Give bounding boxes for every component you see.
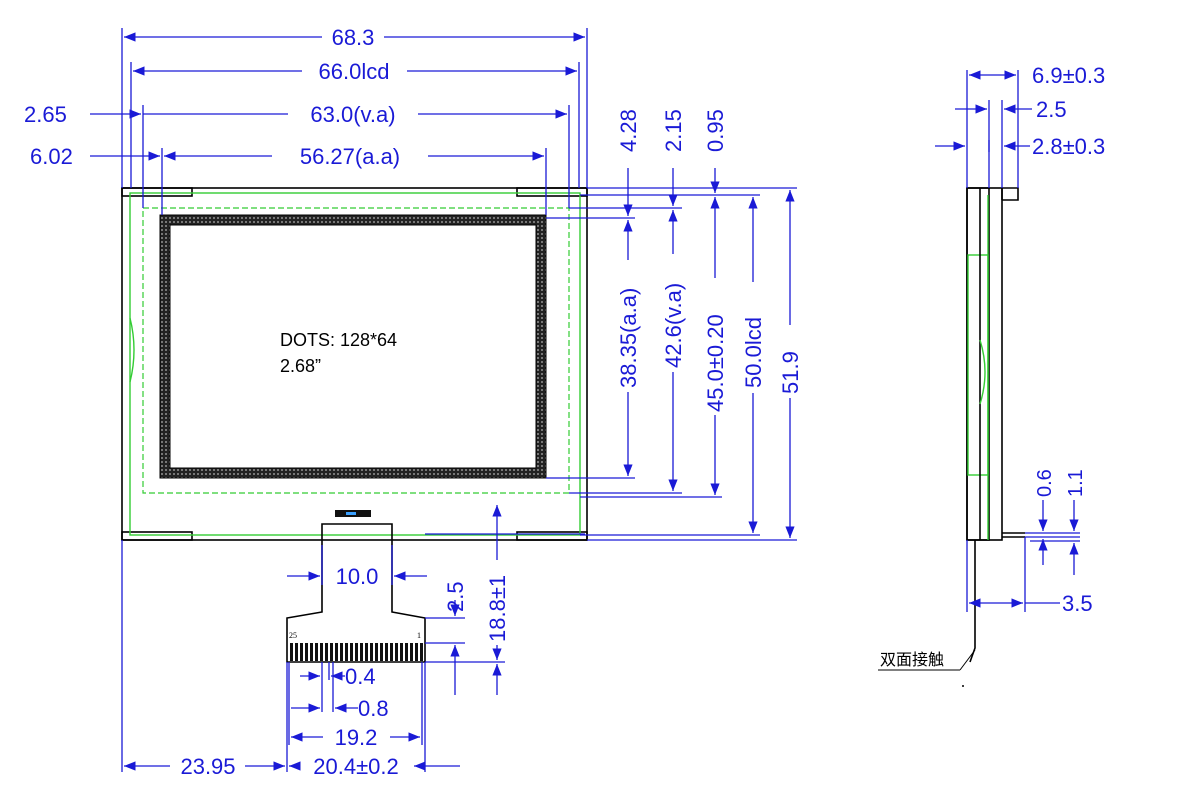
active-area bbox=[169, 224, 537, 469]
mount-tab-top-right bbox=[516, 187, 588, 197]
dim-tail-width: 20.4±0.2 bbox=[313, 754, 398, 779]
dim-va-height: 42.6(v.a) bbox=[661, 283, 686, 368]
dim-contact-overall: 1.1 bbox=[1065, 469, 1087, 497]
module-outline bbox=[121, 187, 588, 541]
dim-glass-thickness: 2.5 bbox=[1036, 97, 1067, 122]
side-view: 6.9±0.3 2.5 2.8±0.3 0.6 1.1 3.5 双面接触 bbox=[878, 63, 1105, 687]
dim-aa-width: 56.27(a.a) bbox=[300, 144, 400, 169]
front-view: DOTS: 128*64 2.68” 25 1 68.3 66.0lcd 2.6… bbox=[24, 25, 803, 779]
dim-pin-width: 0.4 bbox=[345, 664, 376, 689]
dim-va-width: 63.0(v.a) bbox=[310, 102, 395, 127]
side-notch bbox=[129, 317, 135, 383]
contact-note: 双面接触 bbox=[880, 650, 944, 669]
dim-fpc-width: 10.0 bbox=[336, 564, 379, 589]
pin-first-label: 25 bbox=[289, 631, 297, 640]
dim-total-thickness: 6.9±0.3 bbox=[1032, 63, 1105, 88]
dim-fpc-bend: 3.5 bbox=[1062, 591, 1093, 616]
diagonal-size-label: 2.68” bbox=[280, 356, 321, 376]
dim-tail-offset: 23.95 bbox=[180, 754, 235, 779]
pin-last-label: 1 bbox=[417, 631, 421, 640]
dim-top-lcd-offset: 0.95 bbox=[703, 109, 728, 152]
fpc-pins bbox=[289, 643, 423, 661]
dim-pin-span: 19.2 bbox=[335, 725, 378, 750]
dim-overall-width: 68.3 bbox=[332, 25, 375, 50]
dim-top-va-offset: 2.15 bbox=[661, 109, 686, 152]
dim-aa-height: 38.35(a.a) bbox=[616, 288, 641, 388]
side-glass bbox=[966, 187, 990, 541]
dim-top-aa-offset: 4.28 bbox=[616, 109, 641, 152]
dim-tab-height: 2.5 bbox=[443, 581, 468, 612]
viewing-area-outline bbox=[142, 207, 570, 494]
dim-fpc-length: 18.8±1 bbox=[485, 575, 510, 642]
dim-lcd-width: 66.0lcd bbox=[319, 59, 390, 84]
mount-tab-top-left bbox=[121, 187, 193, 197]
fpc-cable bbox=[286, 523, 426, 663]
lcd-outline bbox=[129, 192, 581, 536]
dim-va-offset: 2.65 bbox=[24, 102, 67, 127]
dim-overall-height: 51.9 bbox=[778, 351, 803, 394]
dim-lcd-height: 50.0lcd bbox=[741, 317, 766, 388]
dim-backlight-thickness: 2.8±0.3 bbox=[1032, 134, 1105, 159]
dim-aa-offset: 6.02 bbox=[30, 144, 73, 169]
dots-label: DOTS: 128*64 bbox=[280, 330, 397, 350]
dim-contact-thickness: 0.6 bbox=[1034, 469, 1056, 497]
mount-tab-bottom-right bbox=[516, 531, 588, 541]
dim-pin-pitch: 0.8 bbox=[358, 696, 389, 721]
mount-tab-bottom-left bbox=[121, 531, 193, 541]
dim-panel-height: 45.0±0.20 bbox=[703, 314, 728, 412]
